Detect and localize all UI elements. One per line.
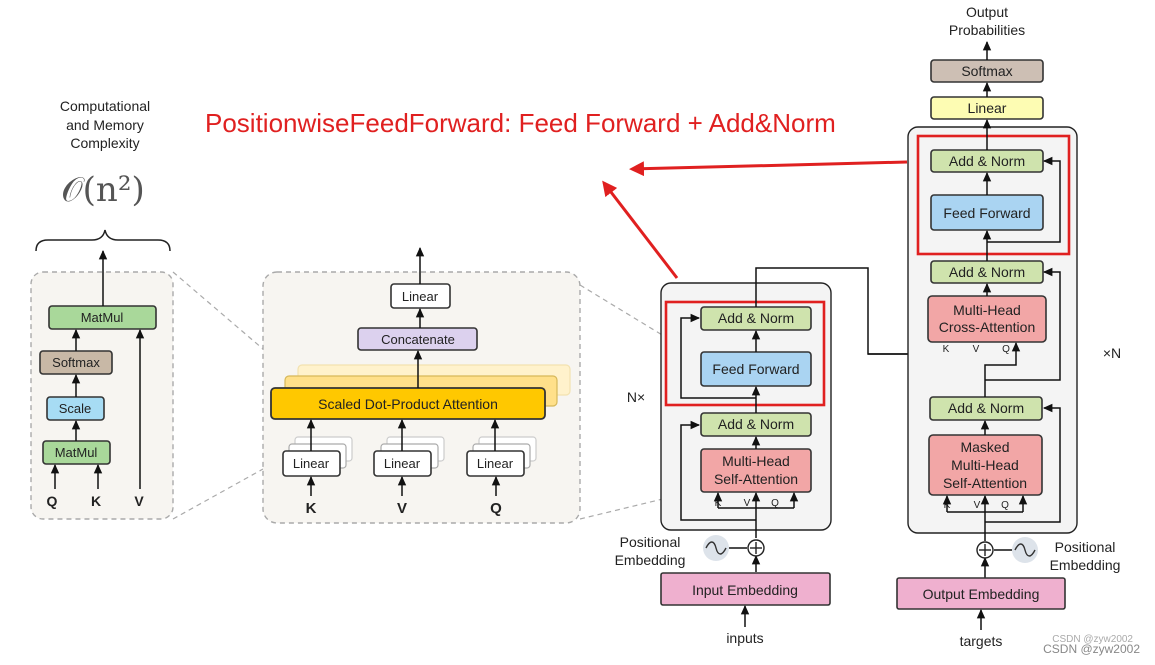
enc-residual-2	[680, 313, 756, 399]
dec-ff: Feed Forward	[943, 205, 1030, 221]
dec-cross-line-1: Multi-Head	[953, 302, 1021, 318]
complexity-line-1: Computational	[60, 98, 150, 114]
attention-softmax: Softmax	[52, 355, 100, 370]
enc-addnorm-top: Add & Norm	[718, 310, 794, 326]
output-prob-line-1: Output	[966, 4, 1008, 20]
enc-q: Q	[771, 498, 779, 509]
dec-addnorm-1: Add & Norm	[949, 153, 1025, 169]
dec-addnorm-2: Add & Norm	[949, 264, 1025, 280]
dec-masked-q: Q	[1001, 500, 1009, 511]
callout-arrow-encoder	[602, 180, 679, 279]
linear-v: Linear	[384, 456, 421, 471]
decoder-highlight-box	[916, 134, 1071, 256]
watermark-line-1: CSDN @zyw2002	[1052, 634, 1133, 645]
dec-wire-q-cross	[984, 341, 1021, 397]
encoder: N× Add & Norm Feed Forward Add & Norm Mu…	[615, 267, 981, 646]
enc-v: V	[744, 498, 751, 509]
encoder-repeat: N×	[627, 389, 645, 405]
complexity-line-2: and Memory	[66, 117, 144, 133]
mh-linear-top: Linear	[402, 289, 439, 304]
enc-residual-1	[680, 420, 756, 521]
dec-pos-line-1: Positional	[1055, 539, 1116, 555]
dec-cross-line-2: Cross-Attention	[939, 319, 1035, 335]
complexity-label: Computational and Memory Complexity 𝒪(n²…	[35, 98, 171, 252]
attention-v: V	[134, 493, 144, 509]
targets-label: targets	[960, 633, 1003, 649]
dec-masked-line-1: Masked	[960, 439, 1009, 455]
zoom-line-1	[172, 271, 264, 350]
attention-k: K	[91, 493, 101, 509]
attention-q: Q	[47, 493, 58, 509]
decoder: Output Probabilities Softmax Linear ×N A…	[896, 4, 1121, 649]
dec-masked-line-3: Self-Attention	[943, 475, 1027, 491]
enc-mha-line-1: Multi-Head	[722, 453, 790, 469]
complexity-brace	[35, 229, 171, 252]
decoder-repeat: ×N	[1103, 345, 1121, 361]
concat-label: Concatenate	[381, 332, 455, 347]
attention-matmul-top: MatMul	[81, 310, 124, 325]
dec-add-icon	[976, 541, 994, 559]
encoder-highlight-box	[664, 300, 826, 407]
dec-cross-k: K	[943, 344, 950, 355]
attention-scale: Scale	[59, 401, 92, 416]
mh-q: Q	[490, 500, 502, 517]
callout-arrow-decoder	[629, 160, 908, 177]
dec-masked-line-2: Multi-Head	[951, 457, 1019, 473]
sdpa-label: Scaled Dot-Product Attention	[318, 396, 498, 412]
dec-addnorm-3: Add & Norm	[948, 400, 1024, 416]
enc-addnorm-bottom: Add & Norm	[718, 416, 794, 432]
inputs-label: inputs	[726, 630, 763, 646]
complexity-line-3: Complexity	[70, 135, 139, 151]
multihead-panel: Scaled Dot-Product Attention Concatenate…	[262, 246, 581, 524]
complexity-formula: 𝒪(n²)	[61, 170, 144, 210]
dec-residual-2	[985, 267, 1061, 381]
watermark-line-2: CSDN @zyw2002	[1043, 642, 1140, 656]
dec-sine-icon	[1012, 537, 1038, 563]
dec-softmax: Softmax	[961, 63, 1012, 79]
linear-q: Linear	[477, 456, 514, 471]
annotation-title: PositionwiseFeedForward: Feed Forward + …	[205, 108, 836, 138]
dec-masked-v: V	[974, 500, 981, 511]
enc-pos-line-2: Embedding	[615, 552, 686, 568]
enc-add-icon	[747, 539, 765, 557]
dec-residual-1	[985, 403, 1061, 523]
dec-cross-q: Q	[1002, 344, 1010, 355]
sdpa-box	[270, 387, 546, 420]
linear-k: Linear	[293, 456, 330, 471]
dec-linear: Linear	[968, 100, 1007, 116]
output-prob-line-2: Probabilities	[949, 22, 1025, 38]
output-embedding: Output Embedding	[923, 586, 1040, 602]
dec-cross-v: V	[973, 344, 980, 355]
mh-k: K	[306, 500, 317, 517]
enc-sine-icon	[703, 535, 729, 561]
zoom-line-2	[172, 468, 264, 520]
enc-mha-line-2: Self-Attention	[714, 471, 798, 487]
dec-pos-line-2: Embedding	[1050, 557, 1121, 573]
input-embedding: Input Embedding	[692, 582, 798, 598]
attention-matmul-bottom: MatMul	[55, 445, 98, 460]
mh-v: V	[397, 500, 407, 517]
dec-residual-3	[987, 156, 1061, 243]
enc-pos-line-1: Positional	[620, 534, 681, 550]
attention-panel: MatMul Softmax Scale MatMul Q K V	[30, 249, 174, 520]
enc-ff: Feed Forward	[712, 361, 799, 377]
